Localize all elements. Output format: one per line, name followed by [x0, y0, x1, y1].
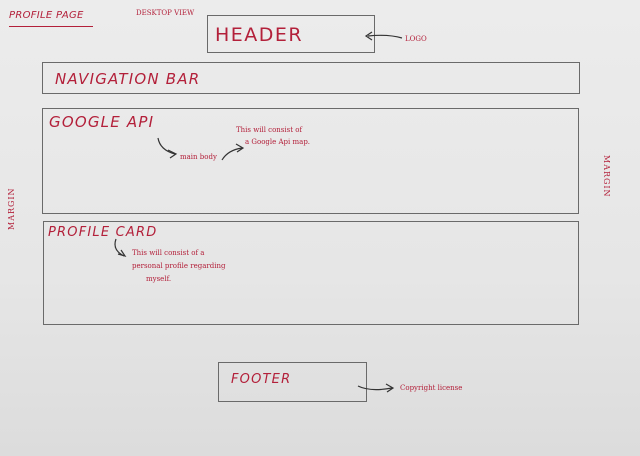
header-box: HEADER: [207, 15, 375, 53]
logo-annotation: LOGO: [405, 35, 427, 43]
profile-card-box: PROFILE CARD: [43, 221, 579, 325]
main-body-annotation: main body: [180, 153, 217, 161]
view-label: DESKTOP VIEW: [136, 9, 195, 17]
header-label: HEADER: [215, 24, 304, 46]
copyright-arrow: [357, 383, 395, 393]
page-title-underline: [9, 26, 93, 27]
google-api-note-line1: This will consist of: [236, 126, 303, 134]
profile-card-arrow: [114, 238, 127, 258]
profile-note-line2: personal profile regarding: [132, 262, 226, 270]
page-title: PROFILE PAGE: [9, 10, 84, 21]
google-api-box: GOOGLE API: [42, 108, 579, 214]
navigation-bar-label: NAVIGATION BAR: [55, 70, 201, 88]
google-api-label: GOOGLE API: [49, 113, 155, 131]
footer-label: FOOTER: [231, 372, 292, 387]
navigation-bar-box: NAVIGATION BAR: [42, 62, 580, 94]
main-body-arrows: [157, 137, 245, 161]
google-api-note-line2: a Google Api map.: [245, 138, 311, 146]
profile-card-label: PROFILE CARD: [48, 225, 158, 240]
margin-right-label: MARGIN: [602, 155, 611, 198]
copyright-annotation: Copyright license: [400, 384, 463, 392]
margin-left-label: MARGIN: [7, 187, 16, 230]
footer-box: FOOTER: [218, 362, 367, 402]
profile-note-line1: This will consist of a: [132, 249, 205, 257]
profile-note-line3: myself.: [146, 275, 172, 283]
logo-arrow: [364, 31, 403, 41]
